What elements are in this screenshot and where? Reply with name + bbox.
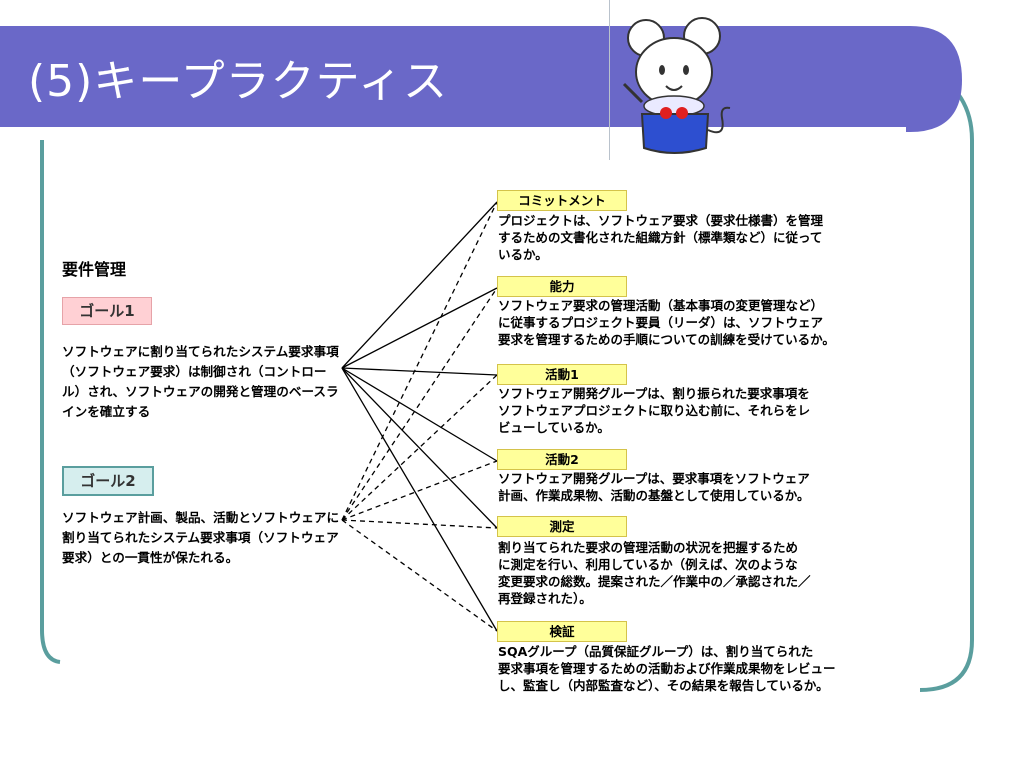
- link-goal1-activity2: [341, 367, 498, 462]
- practice-measurement-text: 割り当てられた要求の管理活動の状況を把握するため に測定を行い、利用しているか（…: [498, 540, 811, 606]
- link-goal1-activity1: [341, 367, 498, 376]
- practice-verification-text: SQAグループ（品質保証グループ）は、割り当てられた 要求事項を管理するための活…: [498, 644, 836, 693]
- practice-activity1-text: ソフトウェア開発グループは、割り振られた要求事項を ソフトウェアプロジェクトに取…: [498, 386, 811, 435]
- goal1-text: ソフトウェアに割り当てられたシステム要求事項（ソフトウェア要求）は制御され（コン…: [62, 344, 339, 419]
- guide-line: [609, 0, 610, 160]
- title-underline: [0, 127, 906, 132]
- practice-activity1-label: 活動1: [497, 364, 627, 385]
- practice-commitment-text: プロジェクトは、ソフトウェア要求（要求仕様書）を管理 するための文書化された組織…: [498, 213, 824, 262]
- practice-measurement-label: 測定: [497, 516, 627, 537]
- page-title: (5)キープラクティス: [28, 56, 449, 107]
- link-goal1-verification: [341, 367, 498, 632]
- practice-ability-text: ソフトウェア要求の管理活動（基本事項の変更管理など） に従事するプロジェクト要員…: [498, 298, 835, 347]
- connector-lines: [341, 201, 498, 632]
- link-goal1-commitment: [341, 201, 498, 369]
- link-goal2-verification: [341, 519, 498, 632]
- practice-activity2-text: ソフトウェア開発グループは、要求事項をソフトウェア 計画、作業成果物、活動の基盤…: [498, 471, 810, 503]
- section-label: 要件管理: [62, 260, 127, 279]
- goal2-label: ゴール2: [62, 466, 154, 496]
- link-goal1-measurement: [341, 367, 498, 529]
- link-goal2-activity2: [341, 460, 498, 521]
- practice-ability-label: 能力: [497, 276, 627, 297]
- practice-commitment-label: コミットメント: [497, 190, 627, 211]
- link-goal1-ability: [341, 287, 498, 369]
- content-frame-border: [40, 140, 61, 664]
- link-goal2-measurement: [341, 519, 498, 529]
- mouse-mascot-icon: [622, 17, 731, 154]
- goal2-text: ソフトウェア計画、製品、活動とソフトウェアに割り当てられたシステム要求事項（ソフ…: [62, 510, 340, 565]
- practice-verification-label: 検証: [497, 621, 627, 642]
- link-goal2-commitment: [341, 201, 498, 521]
- content-frame-border-right: [919, 88, 974, 692]
- link-goal2-ability: [341, 287, 498, 521]
- goal1-label: ゴール1: [62, 297, 152, 325]
- title-bar: [0, 26, 962, 132]
- practice-activity2-label: 活動2: [497, 449, 627, 470]
